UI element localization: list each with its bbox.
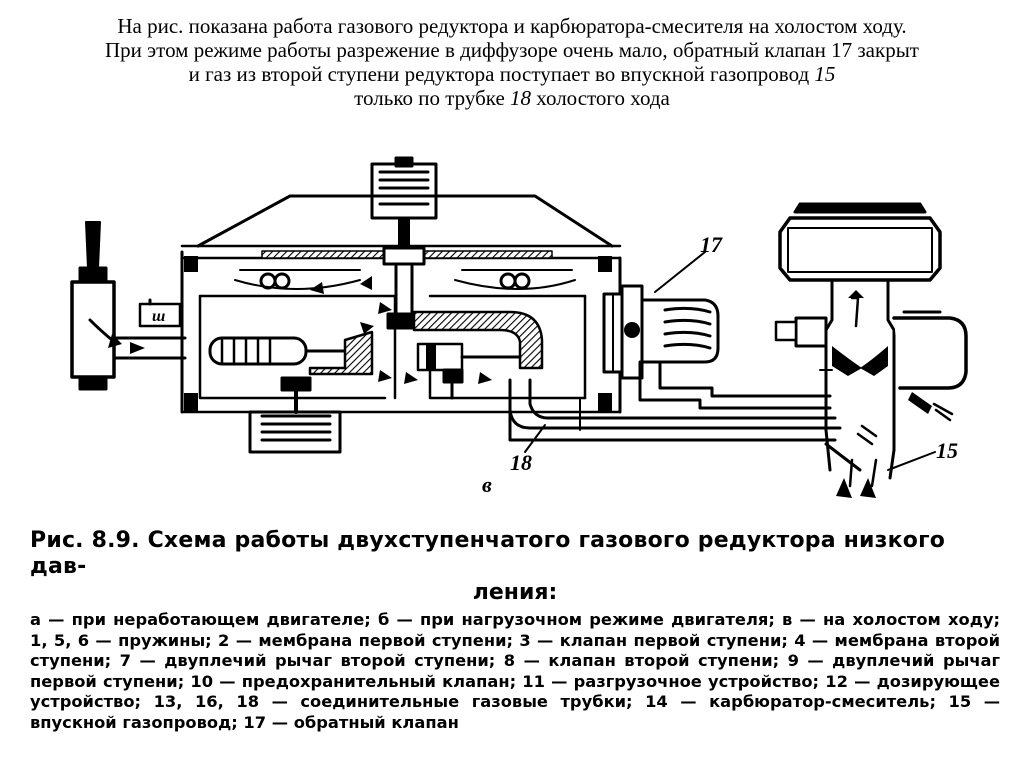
label-18: 18 (510, 450, 532, 475)
figure-caption: Рис. 8.9. Схема работы двухступенчатого … (30, 528, 1000, 734)
device-box (138, 298, 182, 328)
intro-line-4-tail: холостого хода (531, 86, 670, 110)
tube-connectors (579, 369, 833, 431)
ref-18: 18 (510, 86, 532, 110)
lever-pivots (239, 269, 573, 290)
caption-title-cont: ления: (472, 580, 558, 605)
label-17: 17 (700, 232, 723, 257)
intro-line-3-text: и газ из второй ступени редуктора поступ… (188, 62, 815, 86)
label-device-box: ш (152, 308, 165, 325)
top-spring-housing (370, 156, 438, 330)
ref-15: 15 (814, 62, 836, 86)
idle-tube-18 (508, 378, 842, 453)
check-valve-17 (602, 251, 832, 410)
intro-line-4: только по трубке 18 холостого хода (0, 86, 1024, 110)
reducer-schematic: 17 18 15 в ш (70, 156, 968, 498)
intro-line-1: На рис. показана работа газового редукто… (117, 14, 907, 38)
label-part-letter: в (482, 472, 492, 497)
second-stage-valve (412, 310, 544, 400)
first-stage-valve (208, 330, 374, 454)
caption-title: Рис. 8.9. Схема работы двухступенчатого … (30, 528, 946, 579)
flow-arrows (310, 276, 492, 384)
caption-legend: а — при неработающем двигателе; б — при … (30, 610, 1000, 732)
intro-line-2: При этом режиме работы разрежение в дифф… (105, 38, 919, 62)
label-15: 15 (936, 438, 958, 463)
carburetor-mixer (774, 202, 968, 498)
intro-line-4-text: только по трубке (354, 86, 511, 110)
inlet-fitting (70, 221, 187, 391)
intro-line-3: и газ из второй ступени редуктора поступ… (0, 62, 1024, 86)
intro-text: На рис. показана работа газового редукто… (0, 14, 1024, 110)
